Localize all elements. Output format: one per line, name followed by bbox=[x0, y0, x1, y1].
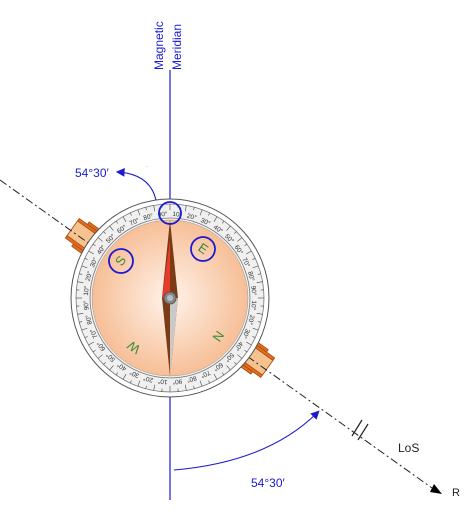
small-mark: · bbox=[146, 164, 148, 170]
meridian-label-meridian: Meridian bbox=[170, 24, 184, 70]
graduation-label: 10° bbox=[82, 285, 91, 296]
los-arrowhead bbox=[430, 484, 442, 494]
graduation-label: 10° bbox=[157, 377, 168, 386]
bearing-label-bottom: 54°30′ bbox=[251, 476, 285, 490]
graduation-label: 10° bbox=[249, 300, 258, 311]
meridian-label-magnetic: Magnetic bbox=[152, 21, 166, 70]
los-label: LoS bbox=[398, 441, 419, 455]
bearing-label-top: 54°30′ bbox=[75, 166, 109, 180]
los-break-mark bbox=[352, 420, 368, 440]
graduation-label: 90° bbox=[172, 377, 183, 386]
point-r-label: R bbox=[452, 487, 460, 499]
bearing-arc-top bbox=[118, 172, 156, 200]
graduation-label: 90° bbox=[249, 285, 258, 296]
bearing-arc-bottom bbox=[174, 412, 318, 470]
graduation-label: 90° bbox=[82, 300, 91, 311]
